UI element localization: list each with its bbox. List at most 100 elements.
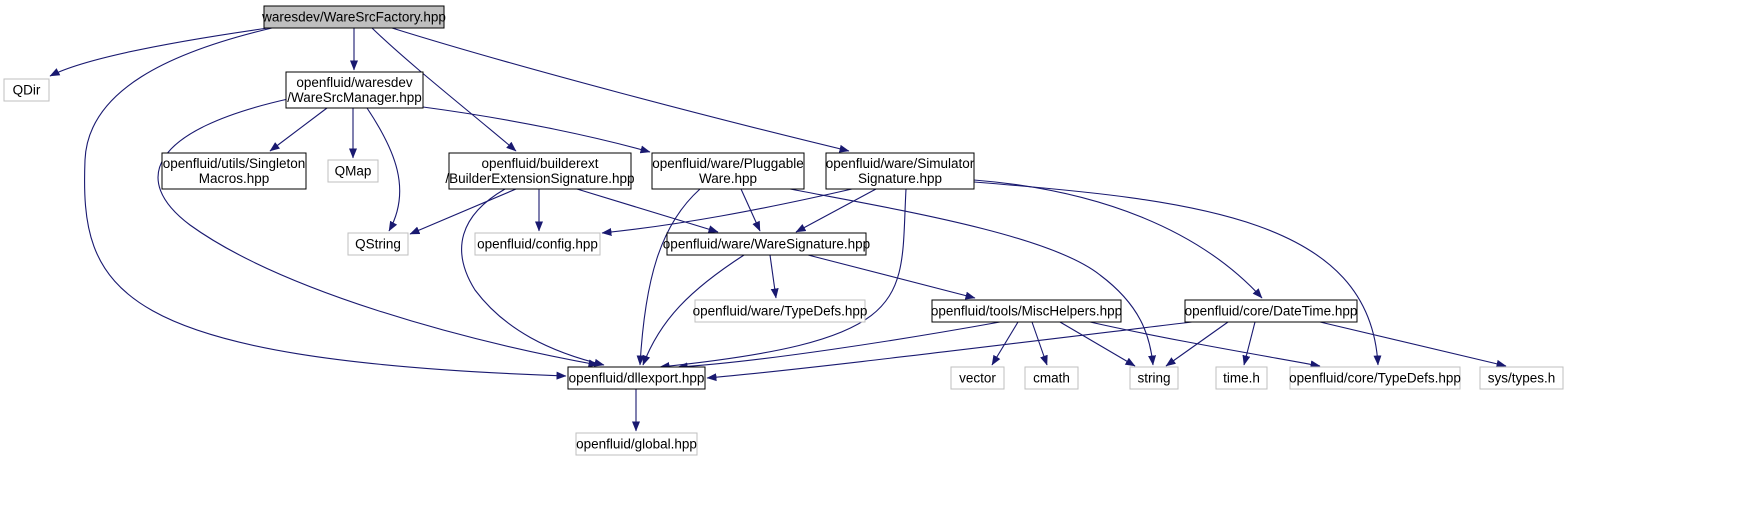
node-label: Macros.hpp [199, 171, 270, 186]
edge-simulatorsig-to-config [601, 188, 853, 237]
node-box [1289, 366, 1461, 390]
edge-waresrcfactory-to-qdir [49, 27, 269, 77]
node-box [651, 152, 805, 190]
edge-simulatorsig-to-coretypedefs [973, 181, 1382, 366]
edge-waresignature-to-waretypedefs [769, 254, 779, 299]
node-label: openfluid/core/DateTime.hpp [1185, 304, 1358, 319]
node-waretypedefs: openfluid/ware/TypeDefs.hpp [693, 299, 868, 323]
node-label: QString [355, 237, 401, 252]
node-box [474, 232, 601, 256]
node-label: openfluid/utils/Singleton [163, 156, 306, 171]
node-label: time.h [1223, 371, 1260, 386]
node-box [694, 299, 866, 323]
node-box [575, 432, 698, 456]
edge-waresrcmanager-to-pluggableware [422, 106, 651, 154]
node-label: openfluid/core/TypeDefs.hpp [1289, 371, 1461, 386]
edge-waresignature-to-mischelpers [807, 254, 976, 300]
edge-simulatorsig-to-waresignature [795, 188, 877, 233]
node-coretypedefs: openfluid/core/TypeDefs.hpp [1289, 366, 1461, 390]
edge-simulatorsig-to-dllexport [659, 188, 907, 370]
node-config: openfluid/config.hpp [474, 232, 601, 256]
node-box [931, 299, 1122, 323]
edge-waresrcmanager-to-qstring [366, 107, 401, 232]
edges-layer [49, 27, 1507, 432]
node-box [825, 152, 975, 190]
node-label: openfluid/config.hpp [477, 237, 598, 252]
node-waresrcmanager[interactable]: openfluid/waresdev/WareSrcManager.hpp [285, 71, 424, 109]
node-vector: vector [950, 366, 1005, 390]
node-dllexport[interactable]: openfluid/dllexport.hpp [567, 366, 706, 390]
node-box [3, 78, 50, 102]
node-label: openfluid/ware/WareSignature.hpp [663, 237, 870, 252]
node-datetime[interactable]: openfluid/core/DateTime.hpp [1184, 299, 1358, 323]
node-qmap: QMap [327, 159, 379, 183]
node-cmath: cmath [1024, 366, 1079, 390]
node-label: QMap [335, 164, 372, 179]
node-box [1024, 366, 1079, 390]
edge-builderextsig-to-waresignature [576, 188, 719, 234]
node-systypes: sys/types.h [1479, 366, 1564, 390]
node-box [1479, 366, 1564, 390]
node-waresrcfactory[interactable]: waresdev/WareSrcFactory.hpp [261, 5, 446, 29]
node-box [950, 366, 1005, 390]
edge-mischelpers-to-cmath [1031, 321, 1048, 366]
node-label: openfluid/dllexport.hpp [569, 371, 705, 386]
node-box [567, 366, 706, 390]
node-label: QDir [13, 83, 41, 98]
edge-datetime-to-dllexport [706, 321, 1193, 382]
edge-builderextsig-to-qstring [409, 188, 517, 235]
node-label: Signature.hpp [858, 171, 942, 186]
node-box [448, 152, 632, 190]
edge-waresrcmanager-to-singletonmacros [269, 107, 328, 152]
node-global: openfluid/global.hpp [575, 432, 698, 456]
node-string: string [1129, 366, 1179, 390]
edge-pluggableware-to-dllexport [636, 188, 701, 366]
edge-datetime-to-string [1165, 321, 1229, 367]
edge-builderextsig-to-dllexport [461, 188, 605, 367]
node-label: Ware.hpp [699, 171, 757, 186]
node-qstring: QString [347, 232, 409, 256]
node-box [1215, 366, 1268, 390]
edge-datetime-to-timeh [1242, 321, 1256, 366]
node-label: cmath [1033, 371, 1070, 386]
edge-mischelpers-to-dllexport [677, 321, 1001, 371]
node-box [347, 232, 409, 256]
node-label: openfluid/tools/MiscHelpers.hpp [931, 304, 1122, 319]
node-box [1184, 299, 1358, 323]
node-box [666, 232, 867, 256]
node-label: openfluid/ware/Pluggable [652, 156, 804, 171]
node-box [263, 5, 445, 29]
node-waresignature[interactable]: openfluid/ware/WareSignature.hpp [663, 232, 870, 256]
edge-pluggableware-to-string [789, 188, 1157, 366]
node-label: waresdev/WareSrcFactory.hpp [261, 10, 446, 25]
node-box [285, 71, 424, 109]
edge-waresrcfactory-to-simulatorsig [391, 27, 850, 153]
node-builderextsig[interactable]: openfluid/builderext/BuilderExtensionSig… [445, 152, 635, 190]
node-box [161, 152, 307, 190]
node-label: /BuilderExtensionSignature.hpp [445, 171, 634, 186]
node-label: openfluid/ware/TypeDefs.hpp [693, 304, 868, 319]
edge-waresrcfactory-to-dllexport [84, 27, 567, 380]
node-label: sys/types.h [1488, 371, 1556, 386]
node-label: openfluid/ware/Simulator [826, 156, 975, 171]
node-qdir: QDir [3, 78, 50, 102]
node-label: openfluid/waresdev [296, 75, 413, 90]
edge-waresignature-to-dllexport [642, 254, 745, 366]
node-box [327, 159, 379, 183]
edge-waresrcmanager-to-dllexport [157, 98, 599, 368]
node-label: string [1137, 371, 1170, 386]
edge-datetime-to-systypes [1319, 321, 1507, 368]
node-label: vector [959, 371, 996, 386]
node-label: /WareSrcManager.hpp [287, 90, 422, 105]
edge-mischelpers-to-vector [991, 321, 1019, 366]
edge-simulatorsig-to-datetime [973, 179, 1263, 299]
node-timeh: time.h [1215, 366, 1268, 390]
node-mischelpers[interactable]: openfluid/tools/MiscHelpers.hpp [931, 299, 1122, 323]
node-label: openfluid/builderext [481, 156, 598, 171]
node-label: openfluid/global.hpp [576, 437, 697, 452]
